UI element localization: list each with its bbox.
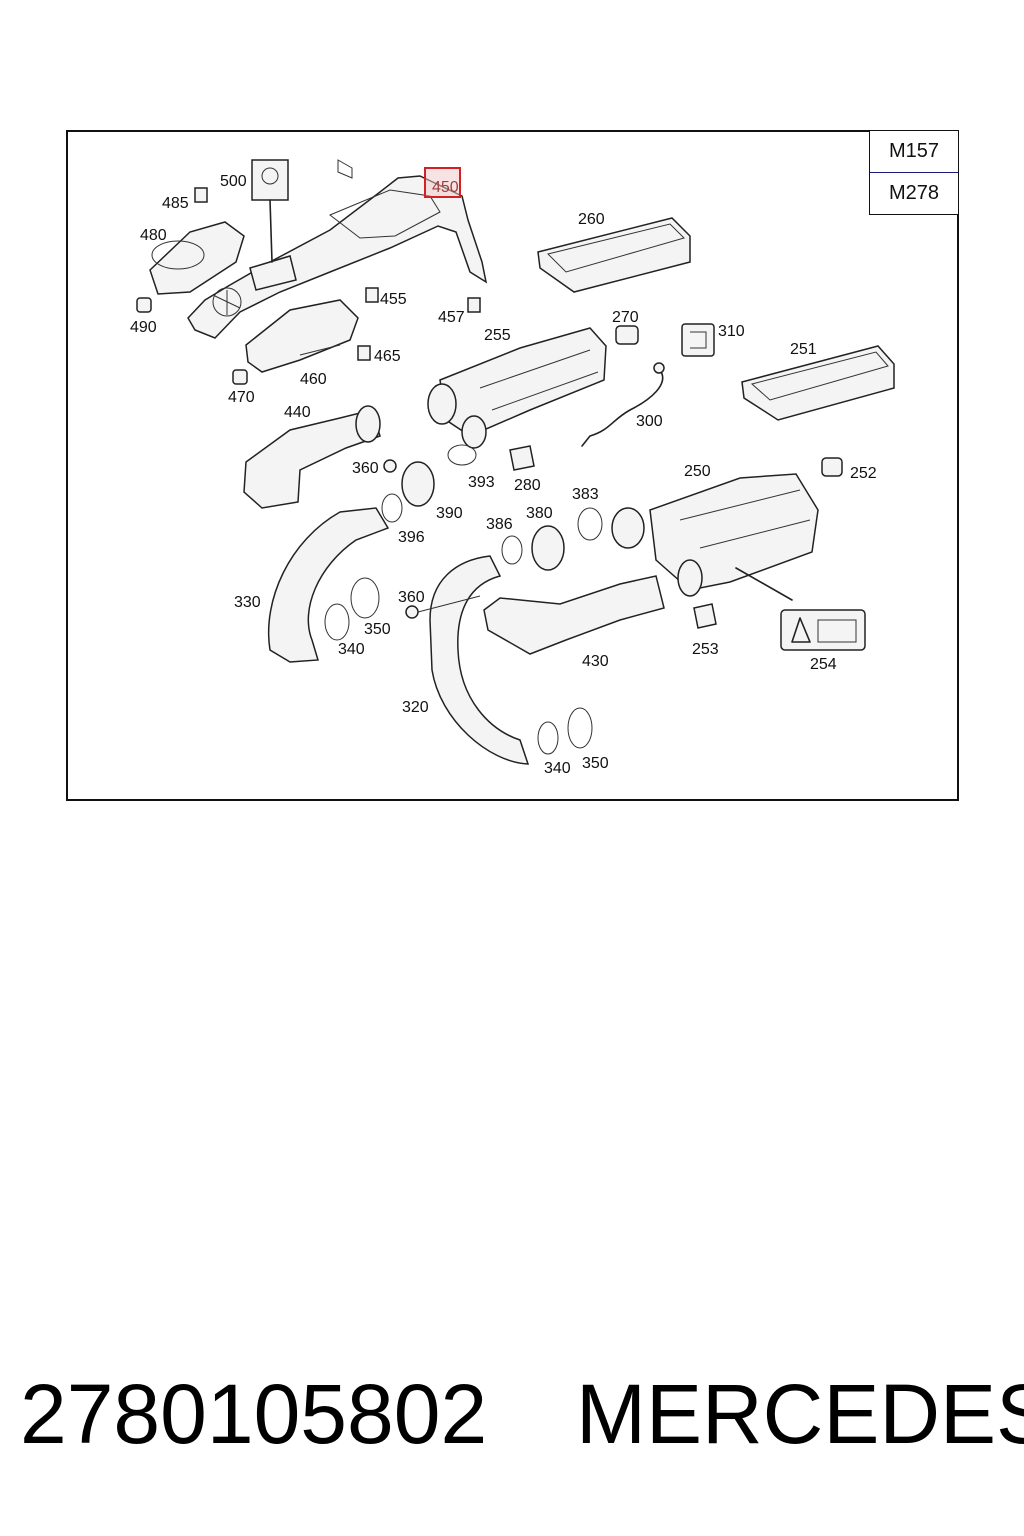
sensor-390-part [401, 461, 435, 507]
cover-460-part [245, 299, 359, 373]
callout-251: 251 [790, 341, 817, 358]
engine-cover-part [149, 159, 488, 339]
callout-500: 500 [220, 173, 247, 190]
callout-252: 252 [850, 465, 877, 482]
callout-340: 340 [544, 760, 571, 777]
callout-465: 465 [374, 348, 401, 365]
callout-253: 253 [692, 641, 719, 658]
bolt-360a-part [383, 459, 397, 473]
callout-450-label: 450 [432, 179, 459, 196]
cable-300-part [581, 369, 664, 447]
air-filter-housing-255-part [427, 327, 607, 449]
callout-390: 390 [436, 505, 463, 522]
ring-393-part [447, 444, 477, 466]
ring-340a-part [324, 603, 350, 641]
clip-470-part [232, 369, 248, 385]
ring-350a-part [350, 577, 380, 619]
callout-383: 383 [572, 486, 599, 503]
ring-396-part [381, 493, 403, 523]
ring-386-part [501, 535, 523, 565]
callout-440: 440 [284, 404, 311, 421]
callout-393: 393 [468, 474, 495, 491]
ring-350b-part [567, 707, 593, 749]
callout-386: 386 [486, 516, 513, 533]
air-filter-housing-250-part [611, 473, 819, 597]
engine-code-box: M157 M278 [869, 131, 958, 215]
callout-300: 300 [636, 413, 663, 430]
clip-457-part [467, 297, 481, 313]
intake-440-part [243, 405, 381, 509]
callout-340: 340 [338, 641, 365, 658]
sensor-380-part [531, 525, 565, 571]
callout-310: 310 [718, 323, 745, 340]
diagram-frame [66, 130, 959, 801]
air-filter-251-part [741, 345, 895, 421]
clip-465-part [357, 345, 371, 361]
callout-330: 330 [234, 594, 261, 611]
clip-485-part [194, 187, 208, 203]
callout-270: 270 [612, 309, 639, 326]
callout-360: 360 [352, 460, 379, 477]
callout-457: 457 [438, 309, 465, 326]
engine-code-m157: M157 [870, 131, 958, 173]
sensor-252-part [821, 457, 843, 477]
highlighted-callout-450: 450 [424, 167, 461, 198]
callout-460: 460 [300, 371, 327, 388]
callout-labels: 485 500 480 490 455 457 465 460 470 260 … [130, 173, 877, 777]
callout-280: 280 [514, 477, 541, 494]
engine-code-m278: M278 [888, 182, 940, 204]
duct-330-part [267, 507, 390, 663]
callout-430: 430 [582, 653, 609, 670]
brand-name: MERCEDES [576, 1367, 1024, 1461]
callout-470: 470 [228, 389, 255, 406]
callout-396: 396 [398, 529, 425, 546]
bracket-253-part [693, 603, 717, 629]
part-number: 2780105802 [20, 1367, 488, 1461]
callout-490: 490 [130, 319, 157, 336]
clip-455-part [365, 287, 379, 303]
sensor-270-part [615, 325, 639, 345]
callout-455: 455 [380, 291, 407, 308]
callout-320: 320 [402, 699, 429, 716]
duct-430-part [483, 575, 665, 655]
ring-340b-part [537, 721, 559, 755]
duct-320-part [429, 555, 530, 765]
callout-485: 485 [162, 195, 189, 212]
bracket-280-part [509, 445, 535, 471]
callout-250: 250 [684, 463, 711, 480]
callout-254: 254 [810, 656, 837, 673]
air-filter-260-part [537, 217, 691, 293]
label-500-part [251, 159, 289, 263]
callout-360: 360 [398, 589, 425, 606]
callout-350: 350 [582, 755, 609, 772]
connector-310-part [681, 323, 715, 357]
callout-255: 255 [484, 327, 511, 344]
callout-380: 380 [526, 505, 553, 522]
callout-480: 480 [140, 227, 167, 244]
warning-label-254-part [735, 567, 866, 651]
callout-260: 260 [578, 211, 605, 228]
callout-350: 350 [364, 621, 391, 638]
ring-383-part [577, 507, 603, 541]
bolt-360b-part [405, 605, 419, 619]
caption: 2780105802 MERCEDES [20, 1366, 1024, 1476]
clip-490-part [136, 297, 152, 313]
